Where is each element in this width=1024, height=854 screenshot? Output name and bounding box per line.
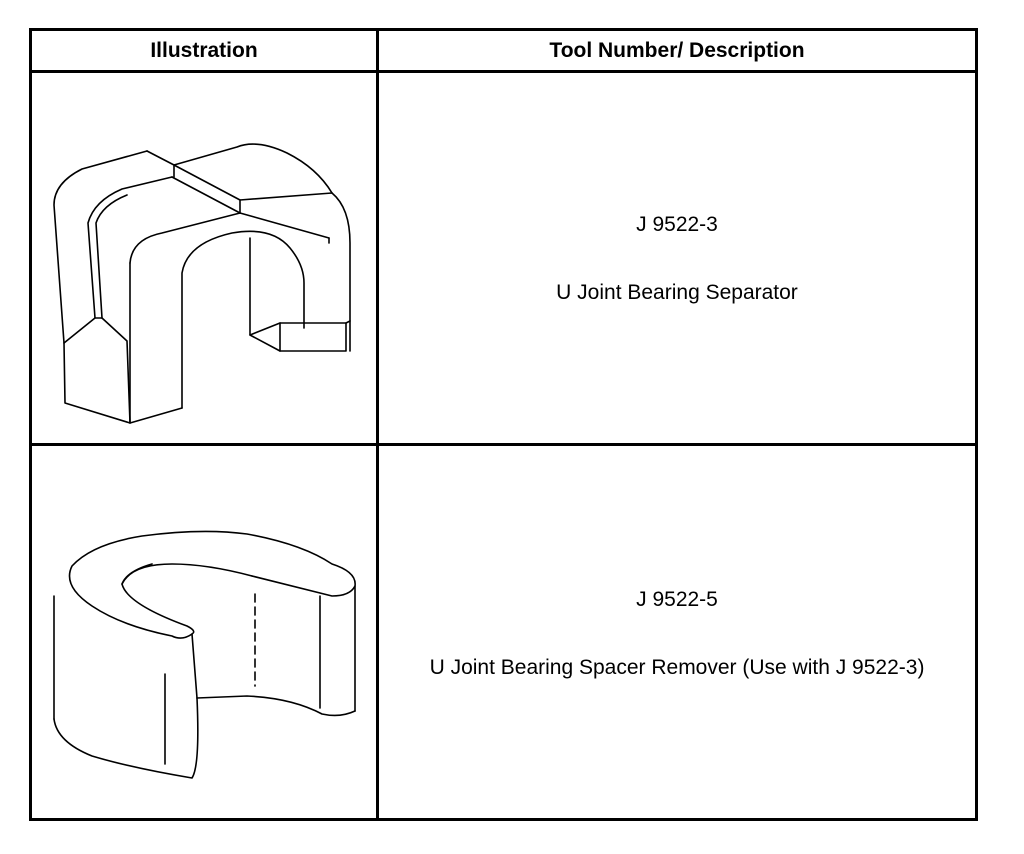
row-1-description-cell: J 9522-3 U Joint Bearing Separator <box>379 73 975 443</box>
tool-table: Illustration Tool Number/ Description <box>29 28 978 821</box>
header-divider <box>32 70 975 73</box>
spacer-remover-icon <box>53 530 356 779</box>
row-2-illustration <box>32 446 376 818</box>
row-divider <box>32 443 975 446</box>
row-1-illustration <box>32 73 376 443</box>
tool-description: U Joint Bearing Spacer Remover (Use with… <box>429 656 925 679</box>
tool-description: U Joint Bearing Separator <box>556 281 798 304</box>
bearing-separator-icon <box>53 143 351 424</box>
header-tool-description: Tool Number/ Description <box>549 38 805 62</box>
row-2-description-cell: J 9522-5 U Joint Bearing Spacer Remover … <box>379 446 975 818</box>
tool-number: J 9522-3 <box>636 213 718 236</box>
column-divider <box>376 31 379 818</box>
header-illustration: Illustration <box>150 38 258 62</box>
tool-number: J 9522-5 <box>636 588 718 611</box>
